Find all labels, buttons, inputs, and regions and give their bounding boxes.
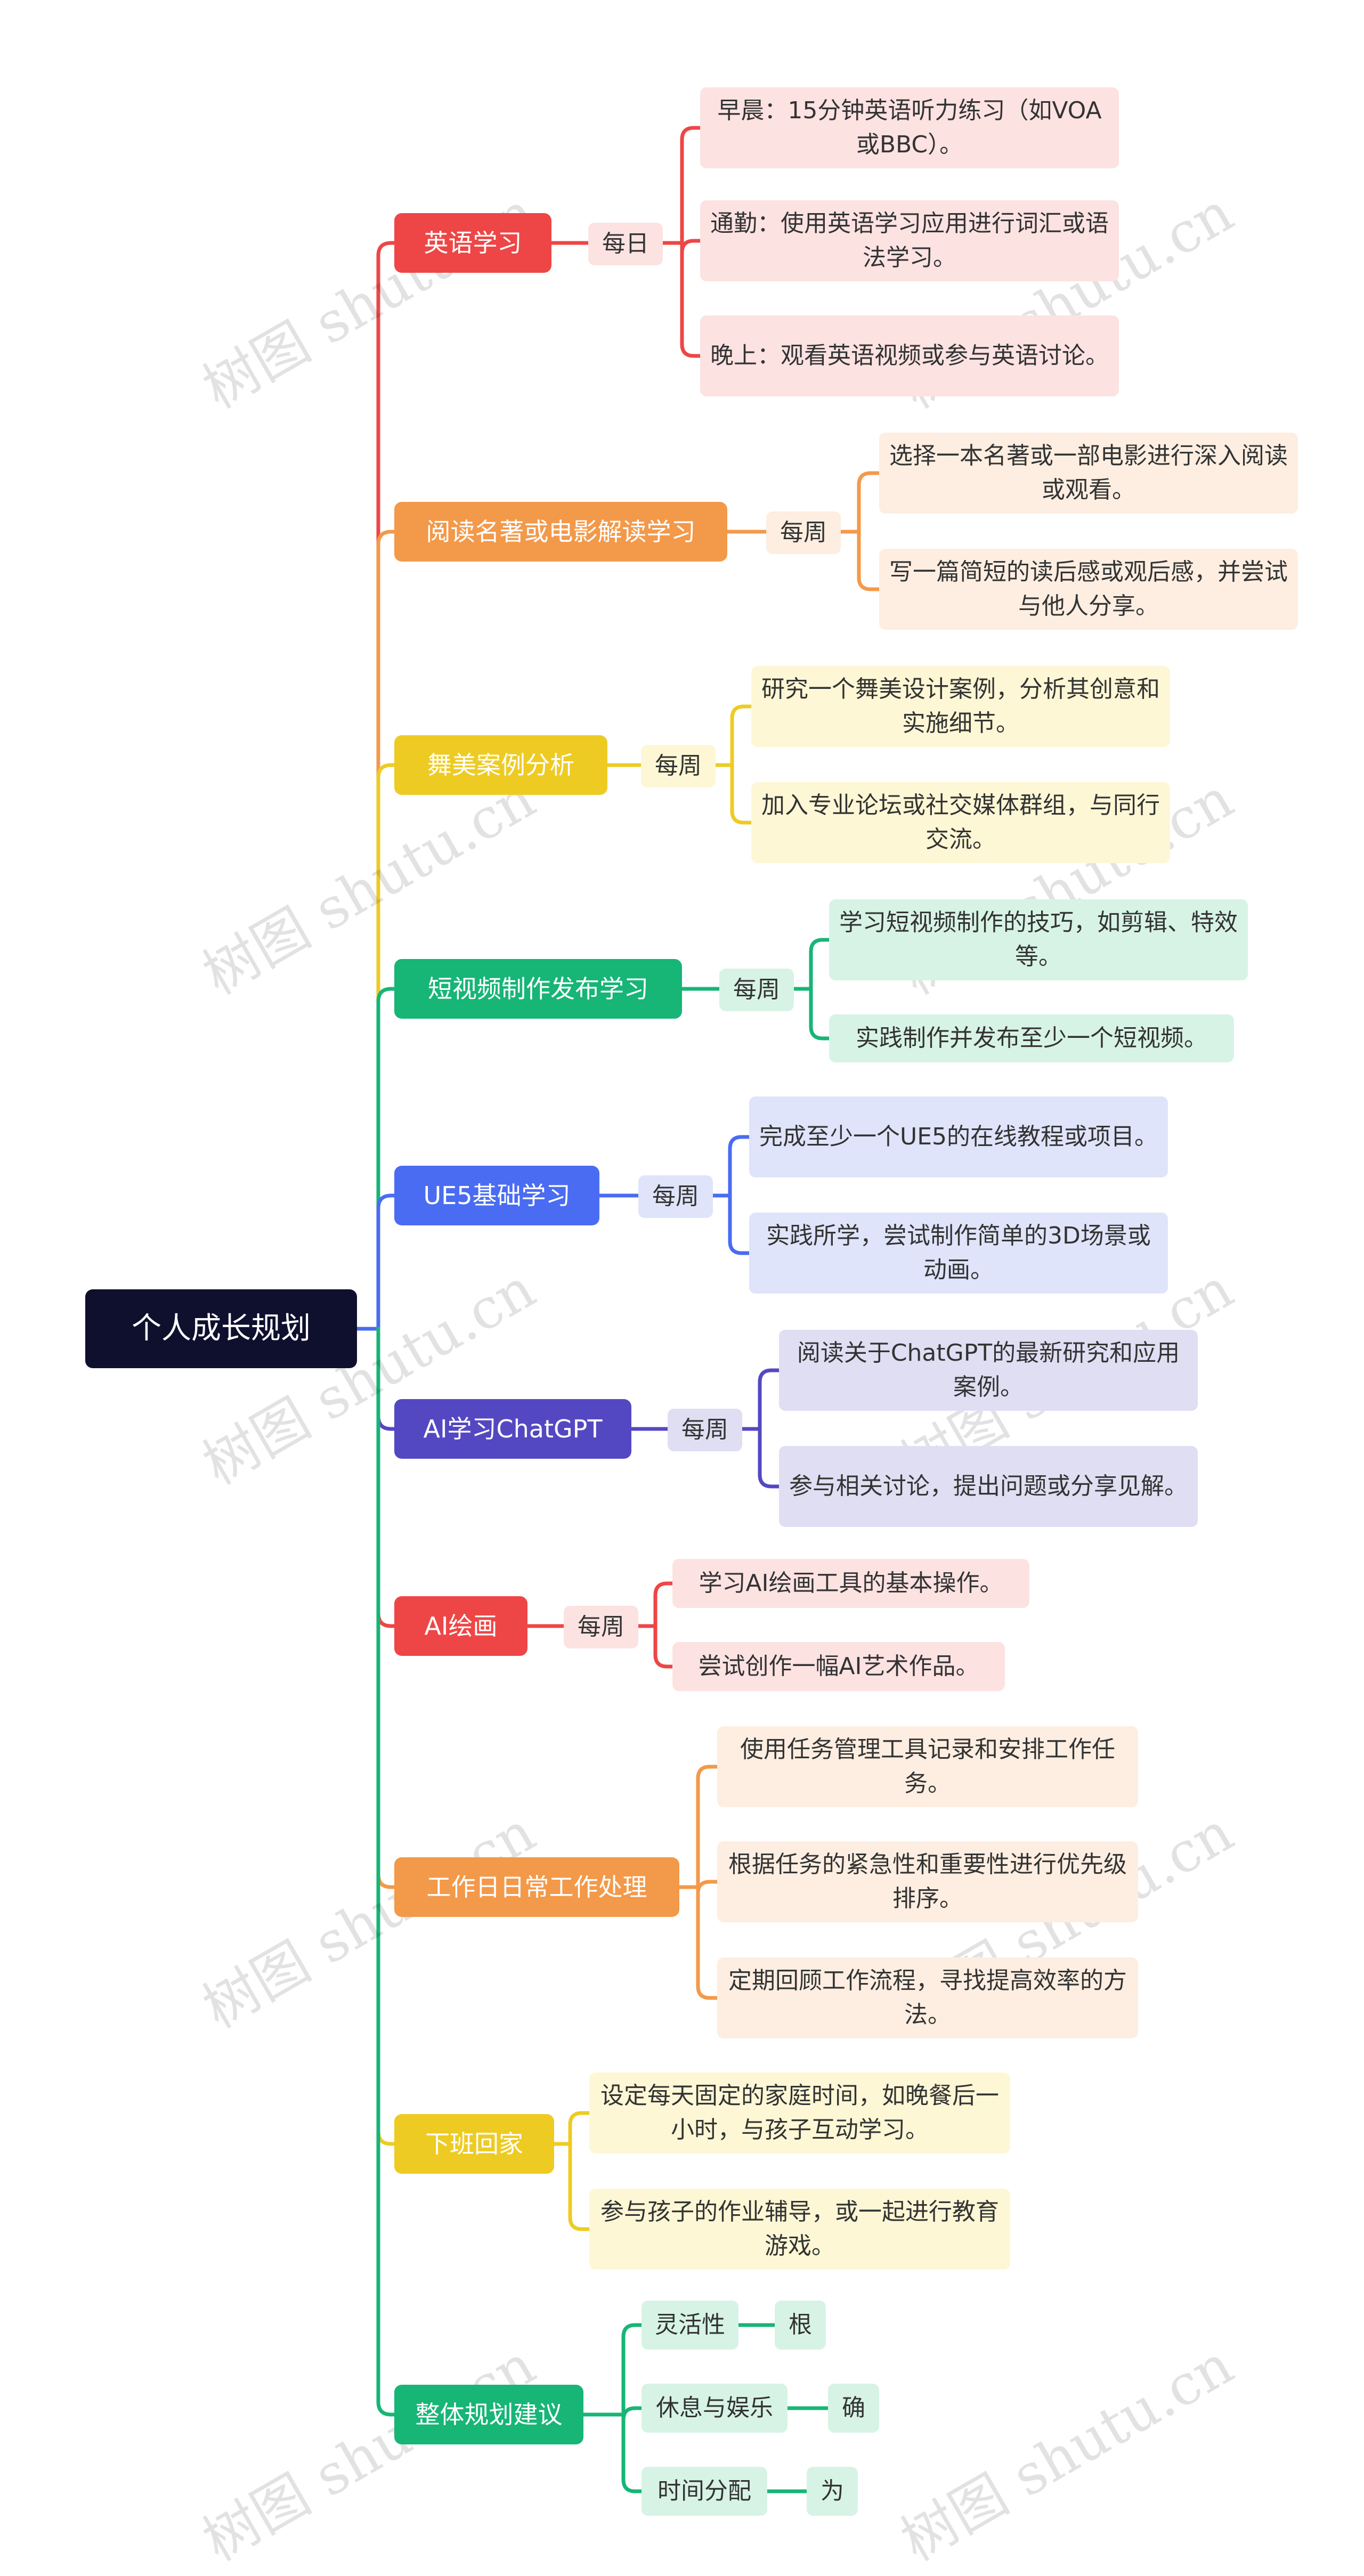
branch-node-3[interactable]: 短视频制作发布学习 bbox=[394, 959, 682, 1019]
leaf-link-2-1 bbox=[730, 763, 753, 825]
root-node[interactable]: 个人成长规划 bbox=[85, 1289, 357, 1368]
leaf-link-9-2 bbox=[621, 2412, 644, 2493]
branch-link-8 bbox=[376, 1327, 396, 2146]
leaf-link-7-2 bbox=[696, 1885, 719, 2000]
leaf-node-7-1[interactable]: 根据任务的紧急性和重要性进行优先级排序。 bbox=[717, 1841, 1138, 1922]
leaf-node-9-0[interactable]: 灵活性 bbox=[642, 2301, 738, 2350]
leaf-link-7-1 bbox=[696, 1880, 719, 1894]
frequency-tag-3[interactable]: 每周 bbox=[719, 969, 794, 1011]
leaf-link-0-0 bbox=[680, 126, 702, 245]
branch-node-8[interactable]: 下班回家 bbox=[394, 2114, 554, 2174]
leaf-link-7-0 bbox=[696, 1765, 719, 1889]
leaf-node-0-1[interactable]: 通勤：使用英语学习应用进行词汇或语法学习。 bbox=[700, 200, 1119, 281]
leaf-node-1-0[interactable]: 选择一本名著或一部电影进行深入阅读或观看。 bbox=[879, 433, 1298, 514]
frequency-tag-0[interactable]: 每日 bbox=[588, 223, 663, 265]
leaf-link-9-0 bbox=[621, 2323, 644, 2417]
branch-node-9[interactable]: 整体规划建议 bbox=[394, 2385, 583, 2444]
leaf-node-2-1[interactable]: 加入专业论坛或社交媒体群组，与同行交流。 bbox=[751, 782, 1170, 863]
branch-link-6 bbox=[376, 1327, 396, 1628]
subleaf-node-9-1[interactable]: 确 bbox=[828, 2384, 879, 2433]
leaf-node-4-0[interactable]: 完成至少一个UE5的在线教程或项目。 bbox=[749, 1096, 1168, 1177]
leaf-link-6-0 bbox=[653, 1581, 675, 1628]
leaf-node-6-1[interactable]: 尝试创作一幅AI艺术作品。 bbox=[672, 1642, 1005, 1691]
frequency-tag-2[interactable]: 每周 bbox=[641, 745, 716, 787]
leaf-link-4-0 bbox=[728, 1135, 751, 1198]
leaf-node-5-1[interactable]: 参与相关讨论，提出问题或分享见解。 bbox=[779, 1446, 1198, 1527]
leaf-node-8-0[interactable]: 设定每天固定的家庭时间，如晚餐后一小时，与孩子互动学习。 bbox=[589, 2073, 1010, 2154]
frequency-tag-4[interactable]: 每周 bbox=[638, 1175, 713, 1218]
leaf-link-8-1 bbox=[568, 2142, 591, 2231]
leaf-link-6-1 bbox=[653, 1624, 675, 1669]
leaf-node-1-1[interactable]: 写一篇简短的读后感或观后感，并尝试与他人分享。 bbox=[879, 549, 1298, 630]
branch-node-5[interactable]: AI学习ChatGPT bbox=[394, 1399, 631, 1459]
leaf-link-0-1 bbox=[680, 239, 702, 253]
leaf-node-2-0[interactable]: 研究一个舞美设计案例，分析其创意和实施细节。 bbox=[751, 666, 1170, 747]
subleaf-node-9-0[interactable]: 根 bbox=[775, 2301, 826, 2350]
branch-node-1[interactable]: 阅读名著或电影解读学习 bbox=[394, 502, 727, 562]
branch-link-7 bbox=[376, 1327, 396, 1889]
leaf-link-3-1 bbox=[809, 987, 831, 1041]
branch-node-7[interactable]: 工作日日常工作处理 bbox=[394, 1857, 679, 1917]
branch-link-4 bbox=[376, 1193, 396, 1331]
leaf-link-8-0 bbox=[568, 2111, 591, 2146]
leaf-node-4-1[interactable]: 实践所学，尝试制作简单的3D场景或动画。 bbox=[749, 1213, 1168, 1294]
leaf-link-5-0 bbox=[758, 1368, 781, 1431]
frequency-tag-5[interactable]: 每周 bbox=[668, 1409, 742, 1451]
leaf-node-0-0[interactable]: 早晨：15分钟英语听力练习（如VOA或BBC）。 bbox=[700, 87, 1119, 168]
branch-node-2[interactable]: 舞美案例分析 bbox=[394, 735, 607, 795]
leaf-node-3-1[interactable]: 实践制作并发布至少一个短视频。 bbox=[829, 1014, 1234, 1062]
leaf-node-0-2[interactable]: 晚上：观看英语视频或参与英语讨论。 bbox=[700, 315, 1119, 396]
leaf-link-4-1 bbox=[728, 1193, 751, 1255]
leaf-node-9-2[interactable]: 时间分配 bbox=[642, 2467, 767, 2516]
leaf-node-3-0[interactable]: 学习短视频制作的技巧，如剪辑、特效等。 bbox=[829, 899, 1248, 980]
branch-node-4[interactable]: UE5基础学习 bbox=[394, 1166, 599, 1225]
frequency-tag-6[interactable]: 每周 bbox=[564, 1606, 638, 1648]
branch-link-2 bbox=[376, 763, 396, 1331]
leaf-node-8-1[interactable]: 参与孩子的作业辅导，或一起进行教育游戏。 bbox=[589, 2189, 1010, 2270]
leaf-node-6-0[interactable]: 学习AI绘画工具的基本操作。 bbox=[672, 1559, 1029, 1608]
leaf-node-9-1[interactable]: 休息与娱乐 bbox=[642, 2384, 787, 2433]
leaf-node-5-0[interactable]: 阅读关于ChatGPT的最新研究和应用案例。 bbox=[779, 1330, 1198, 1411]
branch-link-9 bbox=[376, 1327, 396, 2417]
leaf-link-1-1 bbox=[857, 530, 881, 591]
branch-link-5 bbox=[376, 1327, 396, 1431]
branch-node-6[interactable]: AI绘画 bbox=[394, 1596, 527, 1656]
leaf-node-7-0[interactable]: 使用任务管理工具记录和安排工作任务。 bbox=[717, 1726, 1138, 1807]
leaf-link-2-0 bbox=[730, 704, 753, 767]
frequency-tag-1[interactable]: 每周 bbox=[766, 511, 841, 554]
leaf-link-1-0 bbox=[857, 471, 881, 534]
branch-node-0[interactable]: 英语学习 bbox=[394, 213, 551, 273]
leaf-link-3-0 bbox=[809, 938, 831, 991]
branch-link-0 bbox=[376, 241, 396, 1331]
leaf-link-5-1 bbox=[758, 1427, 781, 1489]
subleaf-node-9-2[interactable]: 为 bbox=[807, 2467, 858, 2516]
leaf-node-7-2[interactable]: 定期回顾工作流程，寻找提高效率的方法。 bbox=[717, 1957, 1138, 2038]
leaf-link-0-2 bbox=[680, 241, 702, 358]
branch-link-3 bbox=[376, 987, 396, 1331]
leaf-link-9-1 bbox=[621, 2406, 644, 2420]
branch-link-1 bbox=[376, 530, 396, 1331]
